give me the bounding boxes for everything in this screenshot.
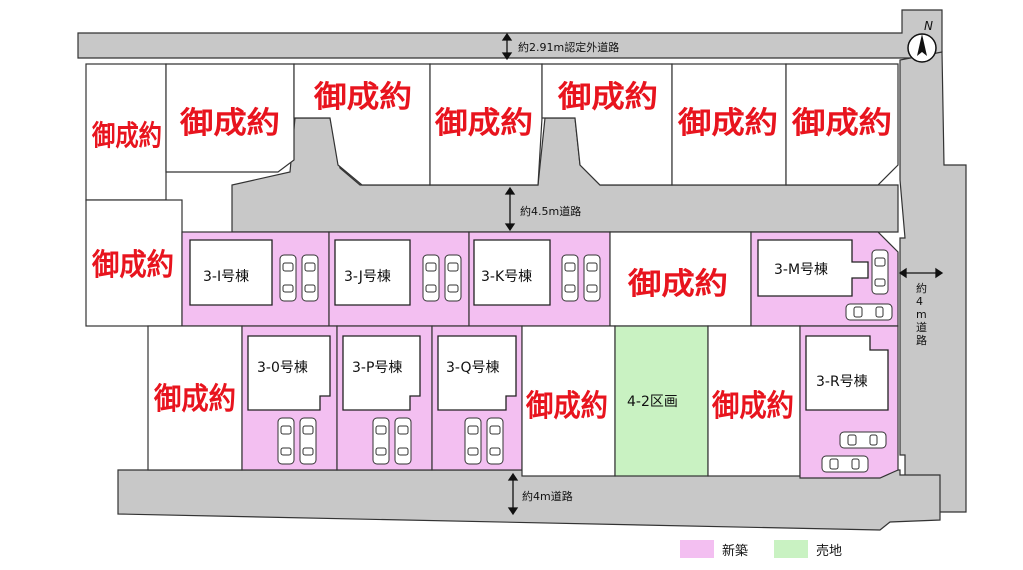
right-road xyxy=(899,51,967,513)
parking-cars xyxy=(277,249,893,473)
sold-stamp: 御成約 xyxy=(711,389,794,424)
right-road-label-char: 道 xyxy=(916,320,927,334)
dimension-arrows xyxy=(501,32,944,516)
car-icon xyxy=(464,417,482,465)
top-road xyxy=(77,9,943,59)
car-icon xyxy=(821,455,869,473)
legend-swatch-new-build xyxy=(680,540,714,558)
bottom-road xyxy=(117,469,941,531)
car-icon xyxy=(422,254,440,302)
car-icon xyxy=(444,254,462,302)
sold-stamp: 御成約 xyxy=(153,382,236,417)
middle-road-label: 約4.5m道路 xyxy=(520,204,581,218)
house-3i-label: 3-I号棟 xyxy=(203,269,249,285)
legend-label-new-build: 新築 xyxy=(722,543,749,559)
house-3o-label: 3-0号棟 xyxy=(257,360,308,376)
house-3k-outline xyxy=(473,239,551,306)
car-icon xyxy=(301,254,319,302)
sold-stamp: 御成約 xyxy=(677,106,778,141)
right-road-label-char: 4 xyxy=(916,295,923,308)
sold-stamp: 御成約 xyxy=(791,106,892,141)
house-3q-outline xyxy=(437,335,517,411)
house-3i-outline xyxy=(189,239,273,306)
house-3p-outline xyxy=(342,335,421,411)
house-outlines xyxy=(189,239,889,411)
car-icon xyxy=(871,249,889,295)
car-icon xyxy=(277,417,295,465)
house-3r-label: 3-R号棟 xyxy=(816,374,868,390)
top-road-label: 約2.91m認定外道路 xyxy=(518,40,619,54)
right-road-label-char: 路 xyxy=(916,334,927,347)
house-3j-label: 3-J号棟 xyxy=(344,269,391,285)
car-icon xyxy=(583,254,601,302)
sold-stamp: 御成約 xyxy=(557,80,658,115)
house-3p-label: 3-P号棟 xyxy=(352,360,402,376)
car-icon xyxy=(299,417,317,465)
parcel-4-2-label: 4-2区画 xyxy=(627,394,678,410)
car-icon xyxy=(845,303,893,321)
north-label: N xyxy=(924,19,933,33)
car-icon xyxy=(372,417,390,465)
legend: 新築 売地 xyxy=(680,538,868,560)
car-icon xyxy=(279,254,297,302)
car-icon xyxy=(839,431,887,449)
lots-top xyxy=(85,63,899,201)
car-icon xyxy=(394,417,412,465)
sold-stamp: 御成約 xyxy=(91,248,174,283)
house-3m-outline xyxy=(757,239,869,297)
sold-stamp: 御成約 xyxy=(91,119,162,152)
legend-swatch-for-sale xyxy=(774,540,809,558)
house-3j-outline xyxy=(334,239,411,306)
right-road-label-char: 約 xyxy=(916,281,927,295)
car-icon xyxy=(561,254,579,302)
right-road-label-char: m xyxy=(916,308,927,321)
sold-stamp: 御成約 xyxy=(434,106,533,141)
legend-label-for-sale: 売地 xyxy=(816,543,843,559)
north-compass-icon: N xyxy=(907,19,937,63)
bottom-road-label: 約4m道路 xyxy=(522,489,573,503)
house-3m-label: 3-M号棟 xyxy=(774,262,828,278)
roads xyxy=(77,9,967,531)
legend-item-new-build: 新築 xyxy=(680,540,748,559)
sold-stamp: 御成約 xyxy=(525,389,608,424)
house-3o-outline xyxy=(247,335,331,411)
legend-item-for-sale: 売地 xyxy=(774,540,842,559)
house-3r-outline xyxy=(805,335,889,411)
sold-stamp: 御成約 xyxy=(627,267,728,302)
house-3k-label: 3-K号棟 xyxy=(481,269,532,285)
sold-stamp: 御成約 xyxy=(313,80,412,115)
car-icon xyxy=(486,417,504,465)
sold-stamp: 御成約 xyxy=(179,106,280,141)
house-3q-label: 3-Q号棟 xyxy=(446,360,500,376)
